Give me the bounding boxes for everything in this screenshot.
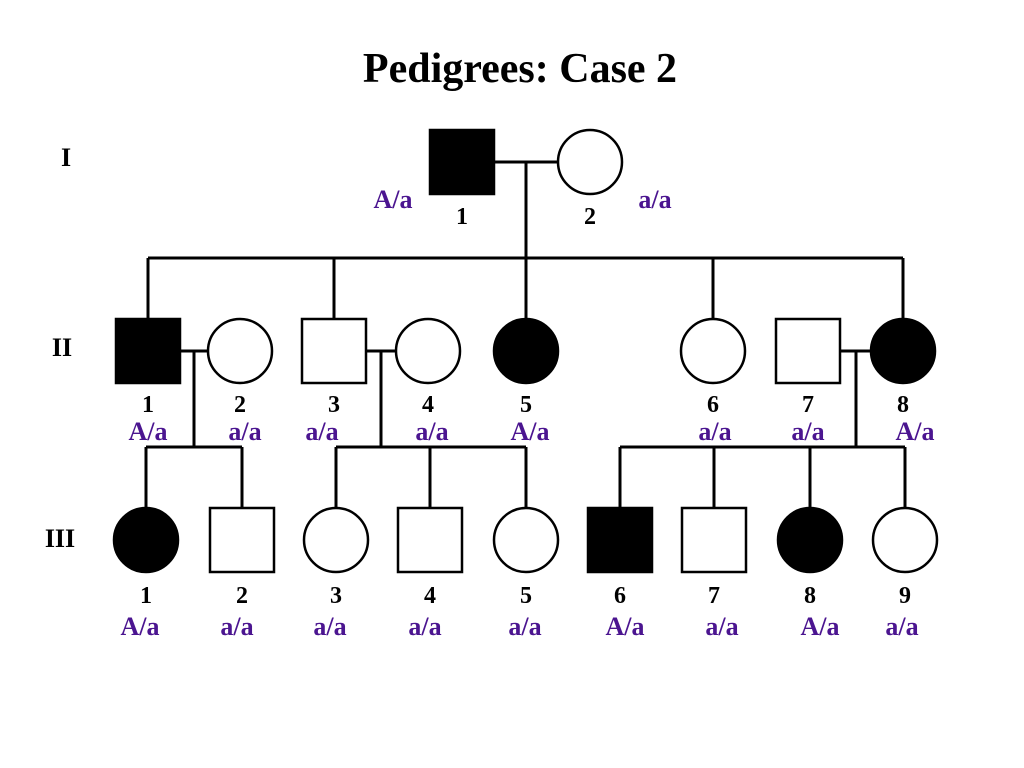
genotype-label: A/a [129,417,168,446]
individual-number: 2 [584,204,596,230]
unaffected-male-square [396,506,464,574]
page-title: Pedigrees: Case 2 [363,46,677,92]
genotype-label: a/a [885,612,918,641]
genotype-label: a/a [698,417,731,446]
affected-male-square [428,128,496,196]
genotype-label: A/a [606,612,645,641]
individual-number: 1 [142,392,154,418]
affected-female-circle [869,317,937,385]
genotype-label: a/a [313,612,346,641]
generation-label: III [45,524,75,553]
genotype-label: a/a [228,417,261,446]
individual-number: 6 [614,583,626,609]
unaffected-female-circle [394,317,462,385]
individual-III-6: 6A/a [586,506,654,641]
individual-II-7: 7a/a [774,317,842,446]
individual-III-5: 5 a/a [492,506,560,641]
individual-II-8: 8A/a [869,317,937,446]
individual-number: 8 [897,392,909,418]
individual-number: 1 [456,204,468,230]
affected-female-circle [112,506,180,574]
individual-number: 7 [708,583,720,609]
individual-I-2: 2 a/a [556,128,672,230]
genotype-label: A/a [896,417,935,446]
affected-female-circle [776,506,844,574]
genotype-label: A/a [511,417,550,446]
individual-I-1: 1 A/a [374,128,496,230]
individual-III-8: 8A/a [776,506,844,641]
pedigree-lines [144,160,907,508]
individual-II-4: 4a/a [394,317,462,446]
genotype-label: a/a [638,185,671,214]
unaffected-male-square [774,317,842,385]
genotype-label: a/a [415,417,448,446]
affected-female-circle [492,317,560,385]
unaffected-male-square [208,506,276,574]
generation-label: II [52,333,72,362]
genotype-label: a/a [791,417,824,446]
individual-III-2: 2 a/a [208,506,276,641]
individual-number: 3 [330,583,342,609]
unaffected-female-circle [302,506,370,574]
individual-number: 6 [707,392,719,418]
unaffected-female-circle [679,317,747,385]
individual-II-3: 3a/a [300,317,368,446]
individual-number: 5 [520,583,532,609]
individual-number: 4 [424,583,436,609]
individual-II-2: 2a/a [206,317,274,446]
individual-number: 2 [234,392,246,418]
individual-III-1: 1A/a [112,506,180,641]
genotype-label: a/a [305,417,338,446]
genotype-label: A/a [374,185,413,214]
individual-III-3: 3 a/a [302,506,370,641]
individual-number: 3 [328,392,340,418]
unaffected-female-circle [492,506,560,574]
genotype-label: a/a [705,612,738,641]
pedigree-individuals: 1A/a2a/a1A/a2a/a3a/a4a/a5A/a6a/a7a/a8A/a… [112,128,939,641]
individual-number: 2 [236,583,248,609]
individual-number: 4 [422,392,434,418]
individual-number: 8 [804,583,816,609]
genotype-label: a/a [220,612,253,641]
unaffected-male-square [680,506,748,574]
unaffected-female-circle [556,128,624,196]
unaffected-male-square [300,317,368,385]
individual-III-9: 9 a/a [871,506,939,641]
individual-II-1: 1A/a [114,317,182,446]
genotype-label: a/a [408,612,441,641]
affected-male-square [586,506,654,574]
genotype-label: A/a [801,612,840,641]
unaffected-female-circle [871,506,939,574]
individual-number: 9 [899,583,911,609]
genotype-label: a/a [508,612,541,641]
genotype-label: A/a [121,612,160,641]
affected-male-square [114,317,182,385]
individual-number: 5 [520,392,532,418]
generation-label: I [61,143,71,172]
individual-II-6: 6a/a [679,317,747,446]
individual-III-7: 7 a/a [680,506,748,641]
unaffected-female-circle [206,317,274,385]
individual-number: 1 [140,583,152,609]
individual-III-4: 4 a/a [396,506,464,641]
individual-number: 7 [802,392,814,418]
individual-II-5: 5A/a [492,317,560,446]
